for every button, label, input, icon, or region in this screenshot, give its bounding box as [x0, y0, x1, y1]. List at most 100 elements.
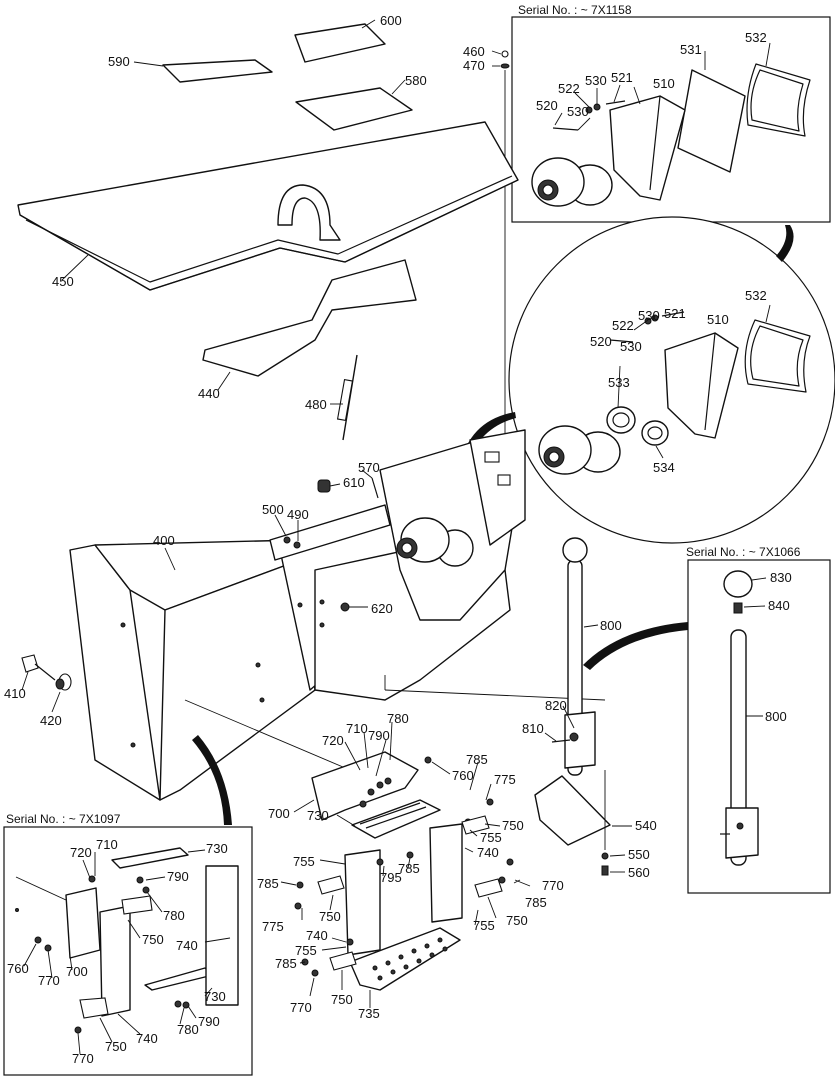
callout-cr-533: 533 — [608, 375, 630, 390]
bolt-620 — [340, 602, 350, 612]
callout-775a: 775 — [494, 772, 516, 787]
inset-bottom-left: Serial No. : ~ 7X1097 710 7 — [3, 812, 253, 1076]
callout-755a: 755 — [480, 830, 502, 845]
seal-frame-440 — [202, 259, 417, 377]
pump-assembly-circle — [538, 425, 621, 475]
callout-bl-740b: 740 — [136, 1031, 158, 1046]
callout-755d: 755 — [295, 943, 317, 958]
callout-cr-510: 510 — [707, 312, 729, 327]
callout-cr-520: 520 — [590, 334, 612, 349]
clip-750-right — [474, 878, 503, 898]
callout-500: 500 — [262, 502, 284, 517]
callout-790: 790 — [368, 728, 390, 743]
callout-cr-530a: 530 — [638, 308, 660, 323]
callout-440: 440 — [198, 386, 220, 401]
callout-785b: 785 — [398, 861, 420, 876]
callout-480: 480 — [305, 397, 327, 412]
callout-450: 450 — [52, 274, 74, 289]
callout-r-830: 830 — [770, 570, 792, 585]
handle-450 — [277, 184, 341, 241]
callout-710: 710 — [346, 721, 368, 736]
plate-740-right — [429, 823, 463, 923]
callout-420: 420 — [40, 713, 62, 728]
inset-circle: 532 522 530 521 510 520 530 533 534 — [460, 216, 835, 544]
main-body: 570 610 620 500 490 400 410 420 — [4, 429, 606, 825]
callout-785d: 785 — [525, 895, 547, 910]
clip-750-inset-mid — [121, 895, 153, 915]
callout-590: 590 — [108, 54, 130, 69]
callout-580: 580 — [405, 73, 427, 88]
callout-bl-730b: 730 — [204, 989, 226, 1004]
side-block — [469, 429, 526, 546]
bolt-560 — [601, 865, 609, 876]
callout-735: 735 — [358, 1006, 380, 1021]
bolt-810 — [551, 739, 571, 743]
callout-bl-760: 760 — [7, 961, 29, 976]
insert-840 — [733, 602, 743, 614]
callout-755b: 755 — [293, 854, 315, 869]
lid-450 — [17, 121, 519, 291]
serial-label-top-right: Serial No. : ~ 7X1158 — [518, 3, 632, 17]
callout-700: 700 — [268, 806, 290, 821]
callout-550: 550 — [628, 847, 650, 862]
foot-420 — [55, 673, 72, 691]
clip-750-left — [317, 875, 345, 895]
callout-cr-522: 522 — [612, 318, 634, 333]
serial-label-right: Serial No. : ~ 7X1066 — [686, 545, 801, 559]
callout-560: 560 — [628, 865, 650, 880]
callout-470: 470 — [463, 58, 485, 73]
screw-500 — [283, 536, 291, 544]
gasket-532 — [746, 63, 811, 137]
callout-610: 610 — [343, 475, 365, 490]
side-panel-left — [69, 544, 161, 801]
pump-assembly-top — [531, 157, 613, 207]
callout-750b: 750 — [319, 909, 341, 924]
gasket-532-circle — [744, 319, 811, 393]
top-parts: 600 590 580 460 470 450 440 480 — [17, 13, 519, 470]
callout-785a: 785 — [466, 752, 488, 767]
callout-tr-510: 510 — [653, 76, 675, 91]
callout-800: 800 — [600, 618, 622, 633]
callout-bl-700: 700 — [66, 964, 88, 979]
callout-bl-710: 710 — [96, 837, 118, 852]
step-730-inset-top — [111, 847, 189, 869]
bolt-410 — [21, 654, 56, 681]
callout-tr-530a: 530 — [585, 73, 607, 88]
screw-760-inset — [34, 936, 42, 944]
callout-tr-522: 522 — [558, 81, 580, 96]
pointer-right-inset — [583, 622, 688, 670]
screw-760 — [424, 756, 432, 764]
callout-795: 795 — [380, 870, 402, 885]
callout-750d: 750 — [331, 992, 353, 1007]
callout-tr-521: 521 — [611, 70, 633, 85]
callout-780: 780 — [387, 711, 409, 726]
callout-540: 540 — [635, 818, 657, 833]
knob-lever — [562, 537, 588, 563]
callout-740a: 740 — [477, 845, 499, 860]
washer-550 — [601, 852, 609, 860]
plate-740-inset — [99, 905, 131, 1017]
serial-label-bottom-left: Serial No. : ~ 7X1097 — [6, 812, 121, 826]
callout-bl-780: 780 — [163, 908, 185, 923]
callout-bl-790: 790 — [167, 869, 189, 884]
clip-750-inset — [79, 997, 109, 1019]
bracket-700-inset — [65, 887, 101, 959]
callout-tr-530b: 530 — [567, 104, 589, 119]
step-735 — [349, 927, 461, 991]
callout-490: 490 — [287, 507, 309, 522]
seal-533 — [606, 406, 636, 434]
seal-534 — [641, 420, 669, 446]
callout-r-800: 800 — [765, 709, 787, 724]
pump-assembly-main — [396, 517, 474, 567]
callout-810: 810 — [522, 721, 544, 736]
clip-750-upper — [461, 815, 490, 835]
cover-540 — [534, 775, 611, 846]
callout-r-840: 840 — [768, 598, 790, 613]
callout-785c: 785 — [257, 876, 279, 891]
knob-830 — [723, 570, 753, 598]
callout-460: 460 — [463, 44, 485, 59]
callout-720: 720 — [322, 733, 344, 748]
callout-tr-531: 531 — [680, 42, 702, 57]
callout-410: 410 — [4, 686, 26, 701]
callout-bl-780b: 780 — [177, 1022, 199, 1037]
